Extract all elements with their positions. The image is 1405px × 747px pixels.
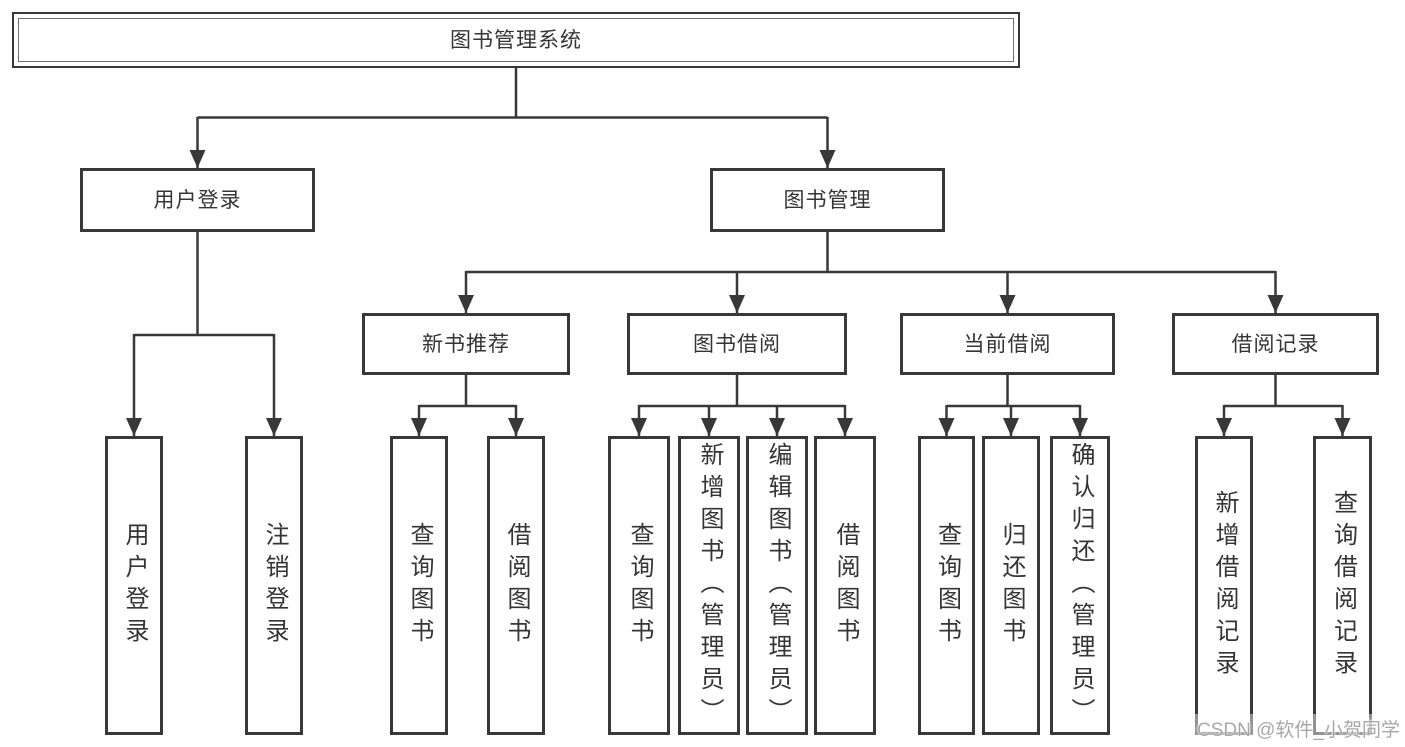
- leaf-query-books-current: 查询图书: [918, 436, 975, 735]
- connector-root-to-level2: [189, 68, 836, 168]
- leaf-query-books-borrow: 查询图书: [608, 436, 670, 735]
- node-new-book-recommend: 新书推荐: [362, 313, 570, 375]
- leaf-user-login: 用户登录: [105, 436, 163, 735]
- leaf-add-books-admin: 新增图书（管理员）: [678, 436, 740, 735]
- leaf-user-login-label: 用户登录: [121, 521, 148, 650]
- leaf-return-books-label: 归还图书: [998, 521, 1025, 650]
- leaf-query-borrow-record-label: 查询借阅记录: [1329, 489, 1357, 682]
- leaf-return-books: 归还图书: [982, 436, 1040, 735]
- leaf-query-books-current-label: 查询图书: [933, 521, 961, 650]
- node-book-borrow-label: 图书借阅: [693, 332, 781, 356]
- connector-user-login-children: [126, 232, 282, 436]
- connector-new-book-recommend-children: [411, 375, 524, 436]
- node-book-borrow: 图书借阅: [627, 313, 847, 375]
- leaf-query-books-borrow-label: 查询图书: [626, 521, 653, 650]
- leaf-query-books-recommend-label: 查询图书: [406, 521, 433, 650]
- leaf-borrow-books-label: 借阅图书: [832, 521, 859, 650]
- connector-book-management-children: [458, 232, 1284, 313]
- node-root-label: 图书管理系统: [450, 28, 582, 52]
- leaf-add-books-admin-label: 新增图书（管理员）: [696, 441, 723, 730]
- node-borrow-records-label: 借阅记录: [1231, 332, 1320, 356]
- leaf-edit-books-admin-label: 编辑图书（管理员）: [764, 441, 791, 730]
- node-book-management-label: 图书管理: [783, 188, 872, 212]
- leaf-borrow-books: 借阅图书: [814, 436, 876, 735]
- leaf-confirm-return-admin-label: 确认归还（管理员）: [1067, 441, 1094, 730]
- leaf-borrow-books-recommend-label: 借阅图书: [503, 521, 530, 650]
- node-borrow-records: 借阅记录: [1172, 313, 1379, 375]
- watermark: CSDN @软件_小贺同学: [1195, 714, 1402, 743]
- node-user-login-label: 用户登录: [153, 188, 242, 212]
- leaf-add-borrow-record: 新增借阅记录: [1195, 436, 1253, 735]
- connector-current-borrow-children: [938, 375, 1088, 436]
- connector-borrow-records-children: [1216, 375, 1351, 436]
- leaf-query-borrow-record: 查询借阅记录: [1313, 436, 1372, 735]
- node-new-book-recommend-label: 新书推荐: [422, 332, 510, 356]
- leaf-logout-label: 注销登录: [261, 521, 288, 650]
- node-current-borrow: 当前借阅: [900, 313, 1115, 375]
- leaf-add-borrow-record-label: 新增借阅记录: [1211, 489, 1238, 682]
- leaf-logout: 注销登录: [245, 436, 303, 735]
- leaf-query-books-recommend: 查询图书: [390, 436, 448, 735]
- node-user-login: 用户登录: [80, 168, 315, 232]
- leaf-confirm-return-admin: 确认归还（管理员）: [1050, 436, 1110, 735]
- leaf-edit-books-admin: 编辑图书（管理员）: [746, 436, 808, 735]
- leaf-borrow-books-recommend: 借阅图书: [487, 436, 545, 735]
- node-root: 图书管理系统: [12, 12, 1020, 68]
- node-current-borrow-label: 当前借阅: [963, 332, 1052, 356]
- node-book-management: 图书管理: [710, 168, 945, 232]
- connector-book-borrow-children: [631, 375, 853, 436]
